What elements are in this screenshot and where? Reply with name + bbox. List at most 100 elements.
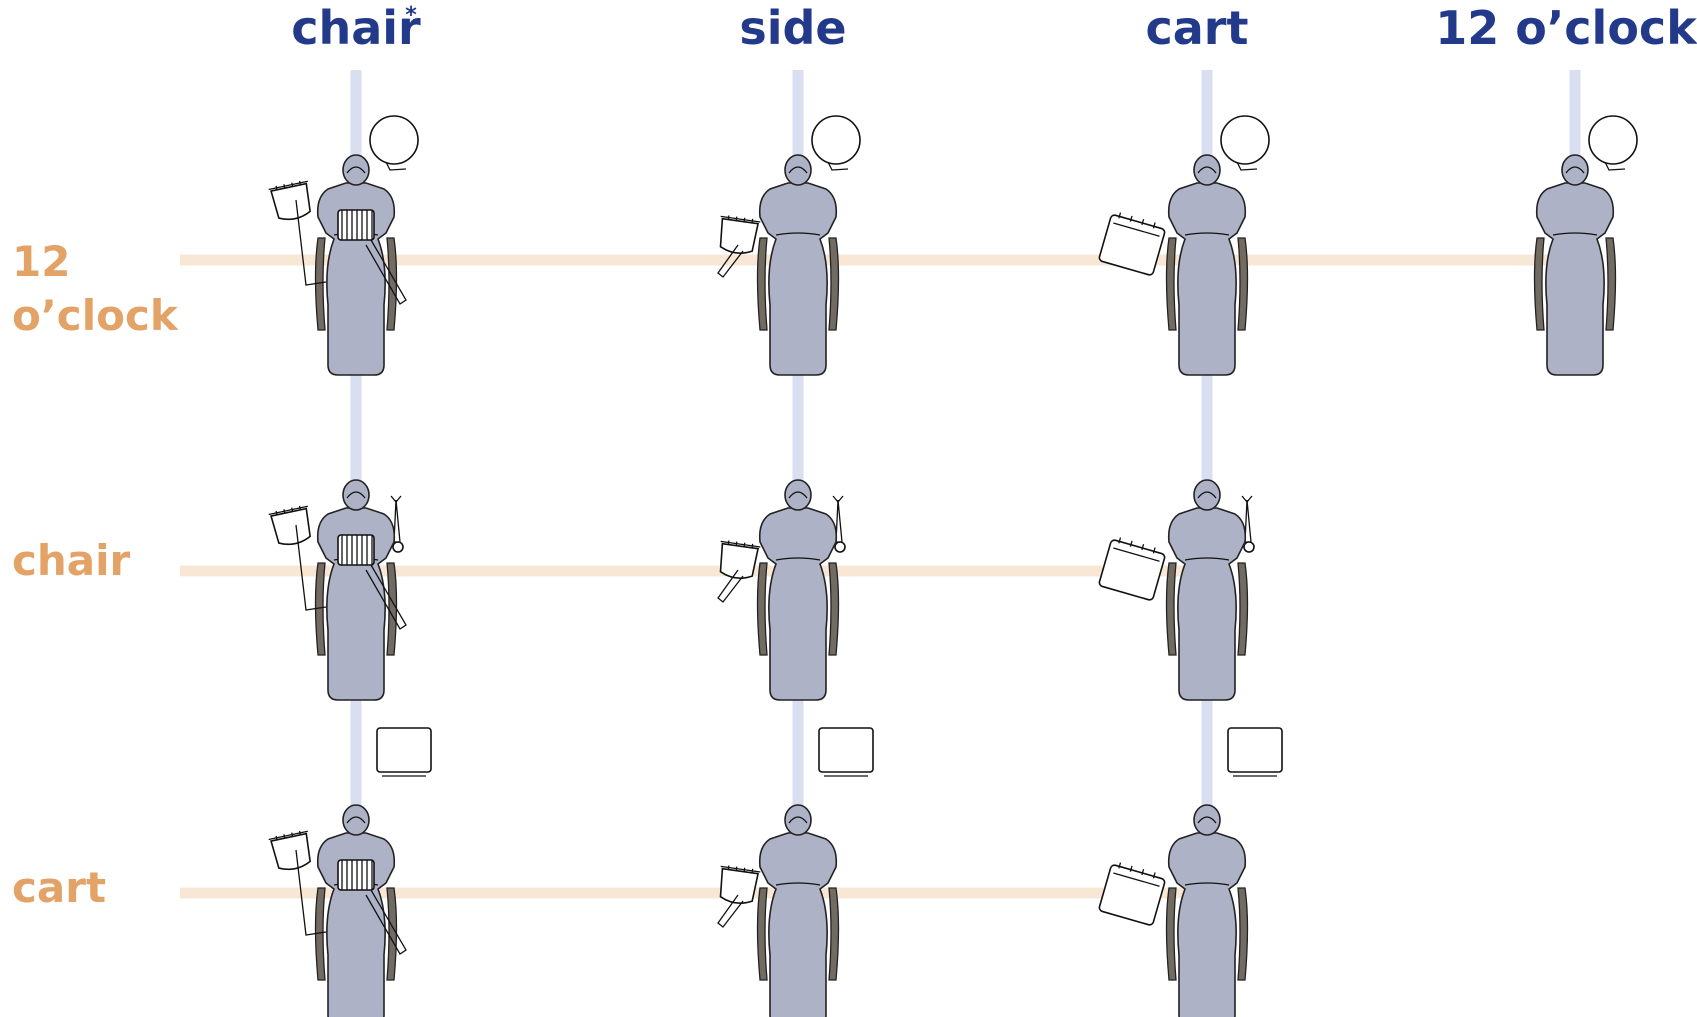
assistant-tray-icon	[719, 540, 761, 579]
instrument-holders	[727, 865, 754, 873]
chair-armrest-right	[1237, 562, 1249, 656]
cart-edge	[1113, 222, 1160, 237]
over-patient-delivery-icon	[295, 199, 407, 305]
assistant-arm	[295, 849, 327, 936]
cup-rim	[720, 540, 761, 548]
cart-handpieces	[1118, 862, 1156, 879]
chair-armrest-right	[1237, 237, 1249, 331]
chair-armrest-left	[756, 237, 768, 331]
chair-armrest-left	[314, 562, 326, 656]
light-head	[1220, 115, 1270, 165]
operatory-light-icon	[369, 115, 419, 171]
light-yoke	[1241, 495, 1253, 504]
assistant-cup	[719, 217, 760, 254]
side-delivery-icon	[717, 569, 744, 603]
row-heading-cart: cart	[12, 863, 106, 912]
drape-collar	[1552, 232, 1598, 236]
assistant-arm	[295, 524, 327, 611]
cup-rim	[720, 865, 761, 873]
side-delivery-icon	[717, 894, 744, 928]
patient-chair-figure	[1533, 154, 1617, 376]
light-yoke	[832, 495, 844, 504]
chair-armrest-left	[314, 887, 326, 981]
patient-head	[1193, 479, 1221, 511]
chair-armrest-right	[828, 237, 840, 331]
assistant-cup	[270, 182, 312, 221]
patient-drape	[758, 182, 838, 376]
cabinet-box	[1227, 727, 1283, 773]
patient-head	[784, 479, 812, 511]
assistant-cup	[719, 867, 760, 904]
cup-rim	[268, 180, 308, 191]
patient-drape	[1167, 182, 1247, 376]
chair-mounted-light-icon	[1241, 495, 1255, 553]
delivery-arm	[365, 889, 407, 955]
column-headings: chair * side cart 12 o’clock	[291, 1, 1697, 55]
row-heading-12-oclock-line1: 12	[12, 237, 70, 286]
chair-armrest-left	[1165, 562, 1177, 656]
delivery-cart-icon	[1098, 862, 1166, 926]
cart-edge	[1113, 872, 1160, 887]
chair-armrest-left	[756, 562, 768, 656]
chair-armrest-left	[1533, 237, 1545, 331]
patient-head	[784, 804, 812, 836]
head-outline	[788, 491, 808, 499]
side-delivery-icon	[717, 244, 744, 278]
chair-armrest-right	[386, 887, 398, 981]
row-headings: 12 o’clock chair cart	[12, 237, 179, 912]
head-outline	[346, 166, 366, 174]
instrument-holders	[275, 505, 302, 515]
drape-collar	[775, 882, 821, 886]
delivery-arm	[365, 239, 407, 305]
cart-edge	[1113, 547, 1160, 562]
drape-collar	[1184, 557, 1230, 561]
assistant-tray-icon	[719, 865, 761, 904]
cart-handpieces	[1118, 212, 1156, 229]
patient-chair-figure	[756, 154, 840, 376]
assistant-tray-icon	[268, 180, 312, 221]
column-heading-12-oclock: 12 o’clock	[1435, 1, 1697, 55]
light-yoke	[390, 495, 402, 504]
config-cell-side-chair	[717, 479, 846, 701]
head-outline	[1197, 491, 1217, 499]
chair-armrest-left	[756, 887, 768, 981]
head-outline	[788, 816, 808, 824]
row-heading-chair: chair	[12, 536, 131, 585]
config-cell-chair-cart	[268, 727, 432, 1017]
light-handle	[385, 161, 407, 171]
light-pivot	[834, 541, 846, 553]
chair-armrest-right	[828, 887, 840, 981]
chair-armrest-left	[1165, 887, 1177, 981]
patient-drape	[316, 507, 396, 701]
cart-body	[1098, 864, 1166, 926]
drape-collar	[1184, 882, 1230, 886]
drape-collar	[1184, 232, 1230, 236]
light-head	[1588, 115, 1638, 165]
assistant-tray-icon	[268, 505, 312, 546]
assistant-cup	[270, 832, 312, 871]
patient-head	[1193, 804, 1221, 836]
delivery-arm	[365, 564, 407, 630]
chair-armrest-right	[1605, 237, 1617, 331]
light-handle	[827, 161, 849, 171]
delivery-head	[337, 209, 375, 241]
cabinet-box	[818, 727, 874, 773]
chair-armrest-left	[314, 237, 326, 331]
patient-head	[1193, 154, 1221, 186]
configuration-cells	[268, 115, 1638, 1017]
chair-mounted-light-icon	[832, 495, 846, 553]
patient-drape	[758, 832, 838, 1017]
operatory-light-icon	[1588, 115, 1638, 171]
assistant-arm	[295, 199, 327, 286]
column-guide-lines	[350, 70, 1581, 1017]
config-cell-side-cart	[717, 727, 874, 1017]
chair-armrest-right	[386, 562, 398, 656]
column-heading-cart: cart	[1146, 1, 1249, 55]
patient-chair-figure	[314, 804, 398, 1017]
patient-chair-figure	[756, 804, 840, 1017]
head-outline	[1565, 166, 1585, 174]
column-heading-side: side	[739, 1, 846, 55]
delivery-cart-icon	[1098, 212, 1166, 276]
operatory-light-icon	[811, 115, 861, 171]
light-handle	[1236, 161, 1258, 171]
